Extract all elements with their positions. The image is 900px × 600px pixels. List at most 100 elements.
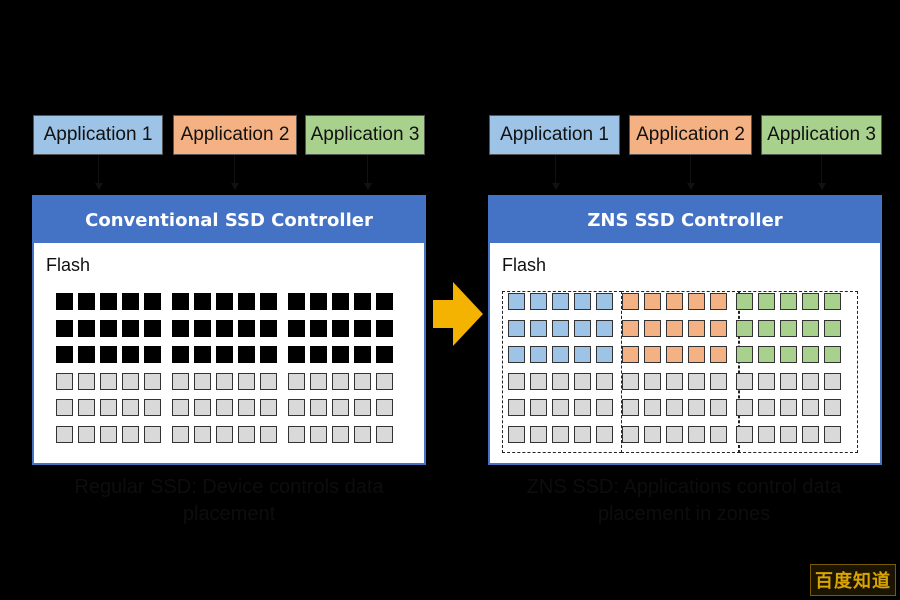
empty-block xyxy=(354,399,371,416)
zone-block-group xyxy=(622,372,732,390)
orange-zone-block xyxy=(666,346,683,363)
empty-block xyxy=(332,425,349,443)
green-zone-block xyxy=(736,346,753,363)
zone-block-group xyxy=(508,399,618,416)
right-grid-row xyxy=(508,319,850,347)
left-grid-row xyxy=(56,399,404,426)
orange-zone-block xyxy=(644,293,661,310)
right-grid-row xyxy=(508,425,850,453)
empty-block xyxy=(736,425,753,443)
watermark-logo: 百度知道 xyxy=(810,564,896,596)
empty-block xyxy=(710,372,727,390)
blue-zone-block xyxy=(508,293,525,310)
left-grid-row xyxy=(56,346,404,373)
empty-block xyxy=(622,425,639,443)
used-block xyxy=(194,346,211,363)
zone-block-group xyxy=(736,425,846,443)
empty-block xyxy=(288,425,305,443)
left-block-group xyxy=(288,425,398,443)
zone-block-group xyxy=(508,293,618,310)
used-block xyxy=(144,293,161,310)
left-arrow-1-head xyxy=(95,183,103,190)
empty-block xyxy=(552,399,569,416)
blue-zone-block xyxy=(552,346,569,363)
empty-block xyxy=(824,425,841,443)
used-block xyxy=(144,319,161,337)
green-zone-block xyxy=(802,319,819,337)
empty-block xyxy=(596,425,613,443)
used-block xyxy=(122,346,139,363)
left-block-group xyxy=(172,372,282,390)
used-block xyxy=(332,346,349,363)
right-grid-row xyxy=(508,372,850,400)
zone-block-group xyxy=(622,399,732,416)
empty-block xyxy=(56,425,73,443)
right-caption: ZNS SSD: Applications control data place… xyxy=(526,476,842,525)
left-grid-row xyxy=(56,425,404,453)
used-block xyxy=(100,346,117,363)
left-arrow-1 xyxy=(98,155,99,189)
empty-block xyxy=(802,372,819,390)
empty-block xyxy=(238,372,255,390)
empty-block xyxy=(574,399,591,416)
zone-block-group xyxy=(736,346,846,363)
orange-zone-block xyxy=(710,293,727,310)
empty-block xyxy=(260,372,277,390)
green-zone-block xyxy=(758,319,775,337)
left-block-group xyxy=(288,293,398,310)
used-block xyxy=(172,293,189,310)
empty-block xyxy=(56,372,73,390)
empty-block xyxy=(688,399,705,416)
green-zone-block xyxy=(802,293,819,310)
right-arrow-3-head xyxy=(818,183,826,190)
used-block xyxy=(122,319,139,337)
zone-block-group xyxy=(622,293,732,310)
transition-arrow-icon xyxy=(433,282,483,346)
zone-block-group xyxy=(736,293,846,310)
empty-block xyxy=(530,372,547,390)
blue-zone-block xyxy=(596,319,613,337)
empty-block xyxy=(354,372,371,390)
green-zone-block xyxy=(802,346,819,363)
orange-zone-block xyxy=(710,346,727,363)
green-zone-block xyxy=(736,293,753,310)
used-block xyxy=(78,319,95,337)
empty-block xyxy=(122,425,139,443)
green-zone-block xyxy=(780,293,797,310)
used-block xyxy=(56,293,73,310)
blue-zone-block xyxy=(596,346,613,363)
empty-block xyxy=(758,399,775,416)
used-block xyxy=(172,319,189,337)
used-block xyxy=(288,346,305,363)
left-flash-label: Flash xyxy=(46,255,91,275)
zone-block-group xyxy=(736,319,846,337)
empty-block xyxy=(78,372,95,390)
right-arrow-1-head xyxy=(552,183,560,190)
used-block xyxy=(216,293,233,310)
left-block-group xyxy=(56,293,166,310)
empty-block xyxy=(824,399,841,416)
used-block xyxy=(194,319,211,337)
empty-block xyxy=(508,372,525,390)
empty-block xyxy=(824,372,841,390)
conventional-controller: Conventional SSD Controller Flash xyxy=(32,195,426,465)
used-block xyxy=(376,346,393,363)
empty-block xyxy=(216,372,233,390)
empty-block xyxy=(260,425,277,443)
zone-3 xyxy=(738,291,858,453)
zone-block-group xyxy=(736,372,846,390)
empty-block xyxy=(310,399,327,416)
left-block-group xyxy=(172,425,282,443)
left-grid-row xyxy=(56,293,404,320)
green-zone-block xyxy=(824,346,841,363)
empty-block xyxy=(376,372,393,390)
left-grid-row xyxy=(56,319,404,347)
left-arrow-2-head xyxy=(231,183,239,190)
orange-zone-block xyxy=(622,319,639,337)
empty-block xyxy=(172,425,189,443)
empty-block xyxy=(354,425,371,443)
orange-zone-block xyxy=(688,293,705,310)
left-block-group xyxy=(56,372,166,390)
empty-block xyxy=(508,425,525,443)
left-block-group xyxy=(56,346,166,363)
